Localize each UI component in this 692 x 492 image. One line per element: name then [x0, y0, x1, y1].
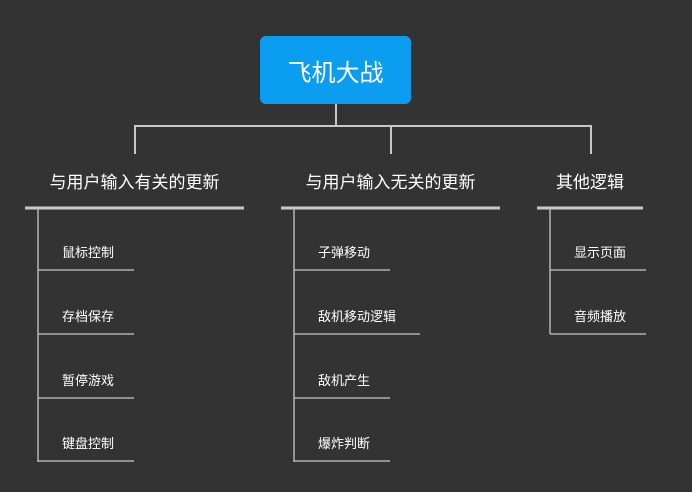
- leaf-node-bullet-movement[interactable]: 子弹移动: [318, 244, 370, 264]
- leaf-label: 键盘控制: [62, 437, 115, 452]
- leaf-label: 鼠标控制: [62, 246, 115, 261]
- leaf-node-explosion-check[interactable]: 爆炸判断: [318, 435, 370, 455]
- leaf-node-display-page[interactable]: 显示页面: [574, 244, 626, 264]
- branch-node-user-input-updates[interactable]: 与用户输入有关的更新: [25, 168, 244, 198]
- leaf-node-audio-playback[interactable]: 音频播放: [574, 308, 626, 328]
- leaf-node-enemy-movement-logic[interactable]: 敌机移动逻辑: [318, 308, 396, 328]
- branch-label: 与用户输入无关的更新: [305, 173, 476, 193]
- leaf-node-keyboard-control[interactable]: 键盘控制: [62, 435, 114, 455]
- leaf-node-mouse-control[interactable]: 鼠标控制: [62, 244, 114, 264]
- leaf-label: 存档保存: [62, 310, 115, 325]
- leaf-label: 显示页面: [574, 246, 627, 261]
- leaf-label: 子弹移动: [318, 246, 371, 261]
- leaf-node-pause-game[interactable]: 暂停游戏: [62, 372, 114, 392]
- leaf-node-enemy-spawn[interactable]: 敌机产生: [318, 372, 370, 392]
- leaf-label: 敌机产生: [318, 374, 371, 389]
- branch-label: 其他逻辑: [556, 173, 624, 193]
- leaf-label: 暂停游戏: [62, 374, 115, 389]
- branch-node-non-input-updates[interactable]: 与用户输入无关的更新: [281, 168, 500, 198]
- leaf-node-save-archive[interactable]: 存档保存: [62, 308, 114, 328]
- root-node[interactable]: 飞机大战: [260, 36, 411, 104]
- root-node-label: 飞机大战: [287, 58, 384, 87]
- branch-label: 与用户输入有关的更新: [49, 173, 220, 193]
- leaf-label: 音频播放: [574, 310, 627, 325]
- leaf-label: 爆炸判断: [318, 437, 371, 452]
- leaf-label: 敌机移动逻辑: [318, 310, 397, 325]
- branch-node-other-logic[interactable]: 其他逻辑: [537, 168, 643, 198]
